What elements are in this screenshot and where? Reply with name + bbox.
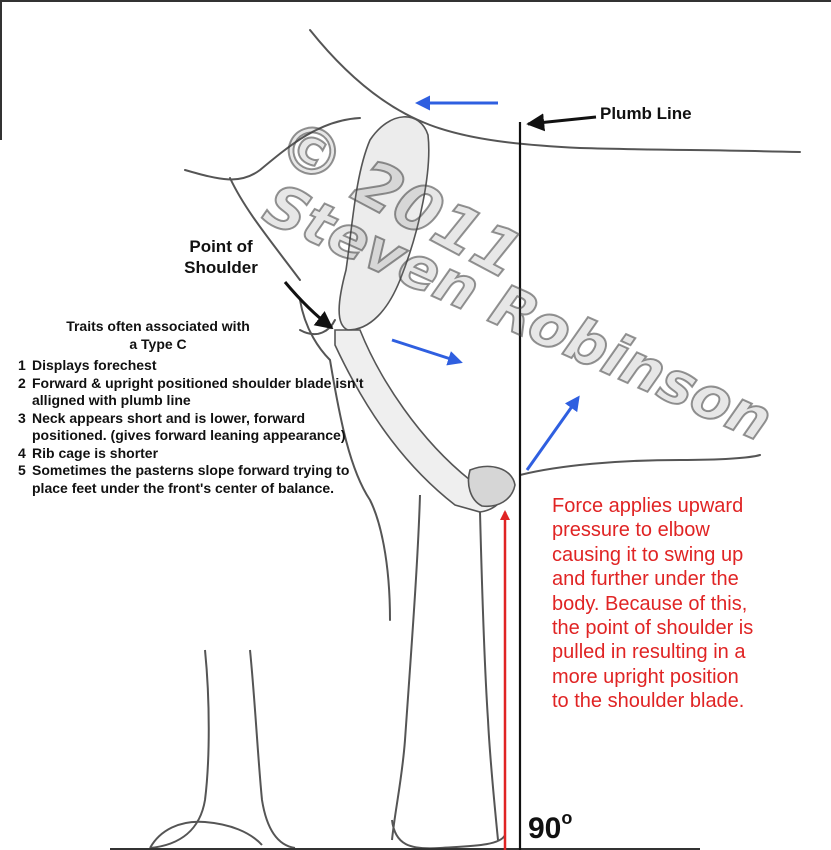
blue-arrow-elbow (527, 398, 578, 470)
list-item-number: 2 (18, 375, 32, 410)
force-note-line: pressure to elbow (552, 518, 827, 542)
foreleg-back (480, 512, 498, 840)
point-of-shoulder-label: Point of Shoulder (166, 236, 276, 279)
blue-arrow-shoulder (392, 340, 460, 362)
angle-label: 90o (528, 808, 572, 846)
list-item-number: 3 (18, 410, 32, 445)
force-note-line: to the shoulder blade. (552, 689, 827, 713)
angle-value: 90 (528, 812, 561, 845)
list-item-number: 4 (18, 445, 32, 463)
point-of-shoulder-line1: Point of (166, 236, 276, 257)
list-item-number: 1 (18, 357, 32, 375)
foreleg (150, 495, 505, 848)
plumb-label-arrow (528, 117, 596, 124)
traits-heading-line1: Traits often associated with (8, 318, 308, 336)
list-item-text: Displays forechest (32, 357, 368, 375)
elbow (469, 466, 516, 506)
force-note: Force applies upward pressure to elbow c… (552, 494, 827, 714)
list-item-text: Forward & upright positioned shoulder bl… (32, 375, 368, 410)
force-note-line: the point of shoulder is (552, 616, 827, 640)
far-leg-right (250, 650, 295, 848)
force-note-line: more upright position (552, 665, 827, 689)
degree-symbol: o (561, 808, 572, 828)
plumb-line-label: Plumb Line (600, 104, 692, 124)
foreleg-front (392, 495, 420, 840)
point-of-shoulder-line2: Shoulder (166, 257, 276, 278)
belly-line (520, 455, 760, 475)
list-item-text: Rib cage is shorter (32, 445, 368, 463)
force-note-line: body. Because of this, (552, 592, 827, 616)
list-item-text: Neck appears short and is lower, forward… (32, 410, 368, 445)
traits-heading-line2: a Type C (8, 336, 308, 354)
far-leg-left (150, 650, 209, 848)
force-note-line: and further under the (552, 567, 827, 591)
traits-heading: Traits often associated with a Type C (8, 318, 308, 353)
list-item-number: 5 (18, 462, 32, 497)
force-note-line: causing it to swing up (552, 543, 827, 567)
list-item-text: Sometimes the pasterns slope forward try… (32, 462, 368, 497)
front-paw (392, 820, 505, 848)
force-note-line: pulled in resulting in a (552, 640, 827, 664)
force-note-line: Force applies upward (552, 494, 827, 518)
